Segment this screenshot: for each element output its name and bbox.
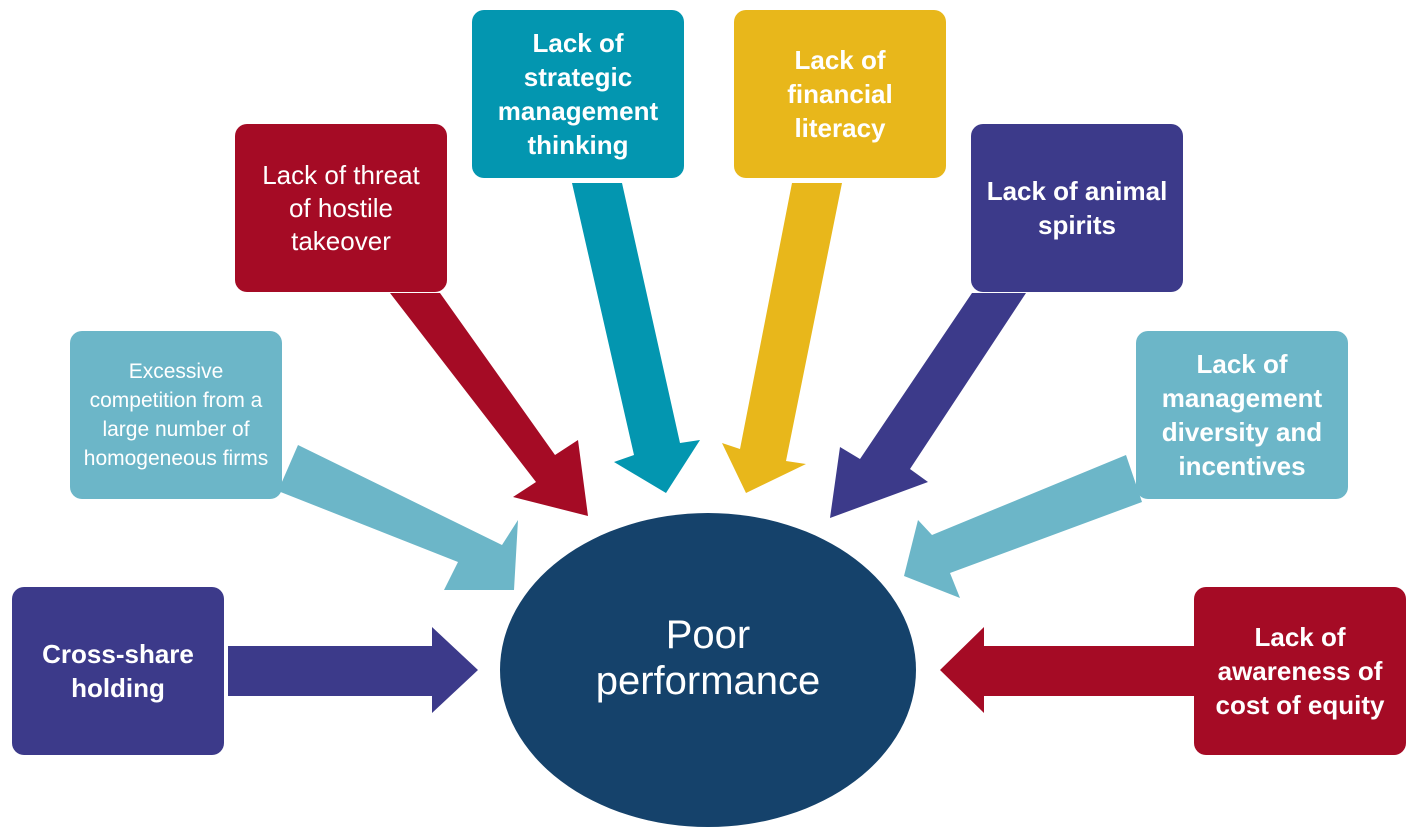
factor-box-cost-of-equity: Lack of awareness of cost of equity: [1194, 587, 1406, 755]
arrow-hostile-takeover: [390, 293, 588, 516]
factor-label: Lack of threat of hostile takeover: [262, 159, 420, 256]
arrow-management-diversity: [904, 455, 1142, 598]
factor-label: Cross-share holding: [42, 639, 194, 703]
factor-box-animal-spirits: Lack of animal spirits: [971, 124, 1183, 292]
arrow-cost-of-equity: [940, 627, 1196, 713]
factor-box-management-diversity: Lack of management diversity and incenti…: [1136, 331, 1348, 499]
factor-label: Lack of management diversity and incenti…: [1161, 349, 1323, 481]
factor-box-strategic-thinking: Lack of strategic management thinking: [472, 10, 684, 178]
factor-box-excessive-competition: Excessive competition from a large numbe…: [70, 331, 282, 499]
factor-box-cross-share-holding: Cross-share holding: [12, 587, 224, 755]
arrow-animal-spirits: [830, 293, 1026, 518]
factor-box-financial-literacy: Lack of financial literacy: [734, 10, 946, 178]
factor-box-hostile-takeover: Lack of threat of hostile takeover: [235, 124, 447, 292]
factor-label: Lack of animal spirits: [986, 176, 1168, 240]
arrow-cross-share-holding: [228, 627, 478, 713]
factor-label: Excessive competition from a large numbe…: [83, 360, 269, 470]
center-label-line2: performance: [595, 659, 821, 703]
factor-label: Lack of awareness of cost of equity: [1215, 622, 1385, 720]
arrow-financial-literacy: [722, 183, 842, 493]
center-label: Poor performance: [500, 612, 916, 704]
factor-label: Lack of financial literacy: [787, 45, 893, 143]
arrow-excessive-competition: [278, 445, 518, 590]
center-label-line1: Poor: [665, 613, 751, 657]
factor-label: Lack of strategic management thinking: [497, 28, 659, 160]
poor-performance-ellipse: [500, 513, 916, 827]
arrow-strategic-thinking: [572, 183, 700, 493]
